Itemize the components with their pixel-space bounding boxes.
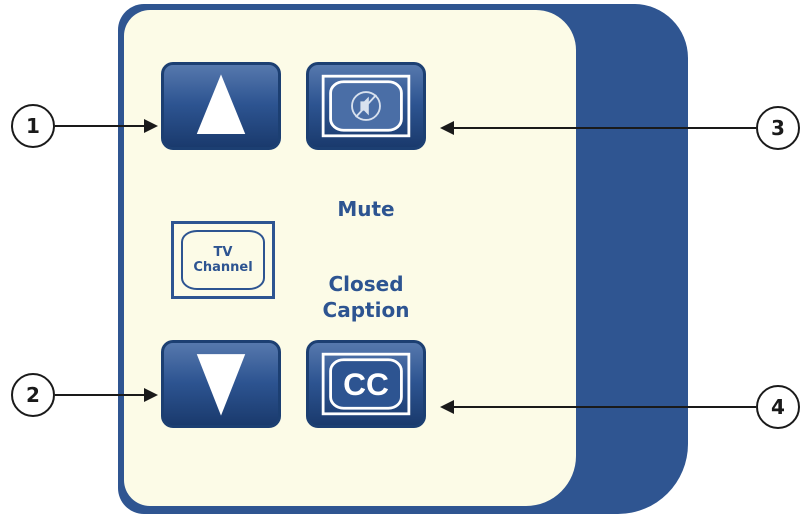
callout-4-number: 4 bbox=[771, 395, 785, 419]
callout-1: 1 bbox=[11, 104, 55, 148]
callout-3-number: 3 bbox=[771, 116, 785, 140]
callout-1-number: 1 bbox=[26, 114, 40, 138]
closed-caption-icon: CC bbox=[321, 352, 411, 416]
down-triangle-icon bbox=[196, 354, 246, 416]
tv-channel-label-line-2: Channel bbox=[193, 260, 253, 275]
tv-channel-label-line-1: TV bbox=[213, 245, 233, 260]
callout-2-number: 2 bbox=[26, 383, 40, 407]
cc-text: CC bbox=[343, 366, 389, 402]
callout-1-arrowhead bbox=[144, 119, 158, 133]
mute-label: Mute bbox=[296, 196, 436, 222]
callout-4-arrowhead bbox=[440, 400, 454, 414]
closed-caption-button[interactable]: CC bbox=[306, 340, 426, 428]
channel-down-button[interactable] bbox=[161, 340, 281, 428]
callout-2-arrowhead bbox=[144, 388, 158, 402]
callout-3: 3 bbox=[756, 106, 800, 150]
up-triangle-icon bbox=[196, 74, 246, 134]
callout-2: 2 bbox=[11, 373, 55, 417]
closed-caption-label: Closed Caption bbox=[296, 271, 436, 323]
mute-label-text: Mute bbox=[337, 197, 395, 221]
callout-4: 4 bbox=[756, 385, 800, 429]
mute-button[interactable] bbox=[306, 62, 426, 150]
closed-caption-label-line-2: Caption bbox=[322, 298, 410, 322]
tv-channel-icon: TV Channel bbox=[171, 221, 275, 299]
mute-tv-icon bbox=[321, 74, 411, 138]
tv-channel-screen: TV Channel bbox=[181, 230, 265, 290]
callout-3-arrowhead bbox=[440, 121, 454, 135]
channel-up-button[interactable] bbox=[161, 62, 281, 150]
closed-caption-label-line-1: Closed bbox=[328, 272, 404, 296]
